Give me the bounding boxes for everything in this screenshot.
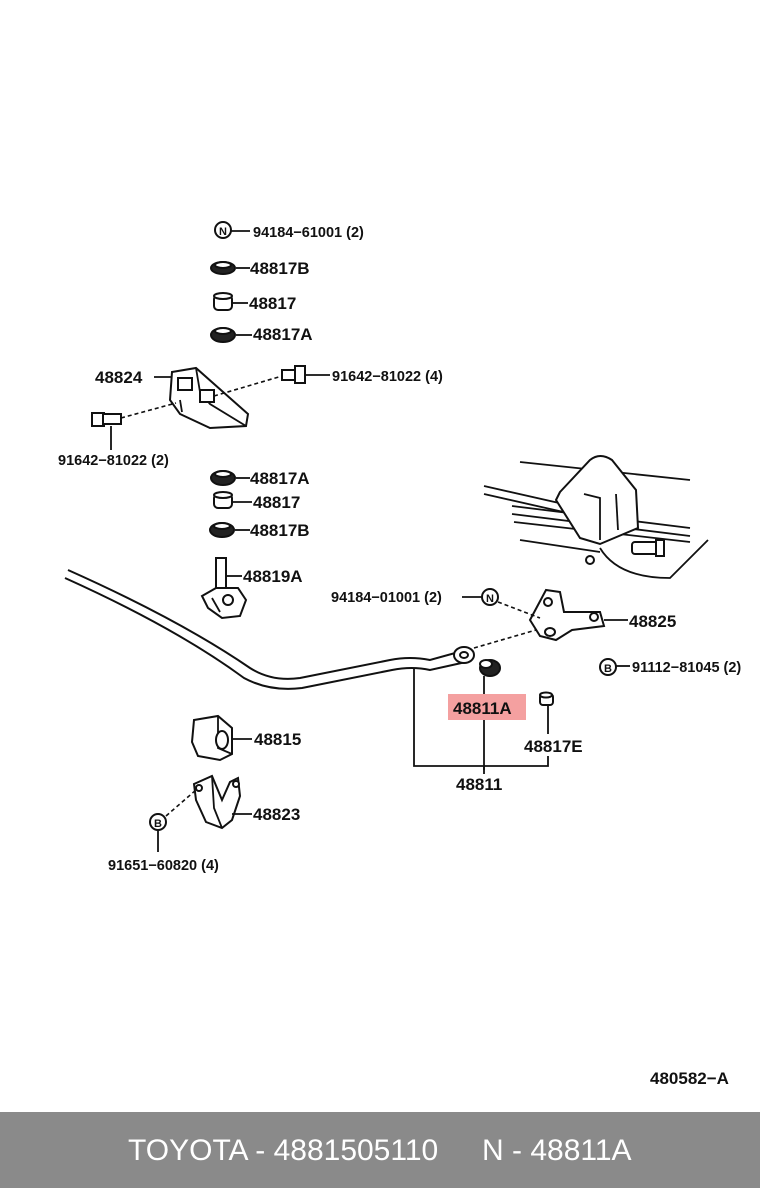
- cushion-48817a-mid-icon: [210, 470, 236, 486]
- label-48811a[interactable]: 48811A: [453, 699, 512, 718]
- label-91642-81022-right[interactable]: 91642−81022 (4): [332, 369, 443, 385]
- label-48815[interactable]: 48815: [254, 730, 301, 749]
- svg-text:N: N: [486, 593, 494, 605]
- parts-diagram: N 94184−61001 (2) 48817B 48817 48817A 48…: [58, 221, 741, 1088]
- collar-48817e-icon: [539, 691, 554, 706]
- label-48817b-top[interactable]: 48817B: [250, 259, 310, 278]
- label-94184-61001[interactable]: 94184−61001 (2): [253, 225, 364, 241]
- svg-text:B: B: [604, 663, 612, 675]
- label-91651-60820[interactable]: 91651−60820 (4): [108, 858, 219, 874]
- bracket-48824-icon: [168, 366, 250, 430]
- bolt-91112-81045-icon: B: [599, 658, 617, 676]
- label-48817b-mid[interactable]: 48817B: [250, 521, 310, 540]
- cushion-48817a-top-icon: [210, 327, 236, 343]
- label-48824[interactable]: 48824: [95, 368, 143, 387]
- leaf-spring-icon: [483, 455, 709, 579]
- svg-text:B: B: [154, 818, 162, 830]
- label-48817a-top[interactable]: 48817A: [253, 325, 313, 344]
- label-48817e[interactable]: 48817E: [524, 737, 583, 756]
- svg-text:N: N: [219, 226, 227, 238]
- footer-part-number: TOYOTA - 4881505110: [128, 1134, 439, 1167]
- stabilizer-bar-icon: [64, 569, 475, 690]
- bolt-91642-right-icon: [281, 365, 306, 384]
- label-48811[interactable]: 48811: [456, 775, 502, 794]
- cushion-48817b-top-icon: [210, 261, 236, 275]
- bushing-48815-icon: [190, 714, 233, 762]
- bolt-91651-60820-icon: B: [149, 813, 167, 831]
- nut-94184-01001-icon: N: [481, 588, 499, 606]
- label-91642-81022-left[interactable]: 91642−81022 (2): [58, 453, 169, 469]
- cushion-48817b-mid-icon: [209, 522, 235, 538]
- label-48817-top[interactable]: 48817: [249, 294, 296, 313]
- highlight-48811a: [448, 694, 526, 720]
- bolt-91642-left-icon: [91, 412, 122, 427]
- nut-94184-61001-icon: N: [214, 221, 232, 239]
- label-94184-01001[interactable]: 94184−01001 (2): [331, 590, 442, 606]
- diagram-ref-code: 480582−A: [650, 1069, 729, 1088]
- footer-part-code: N - 48811A: [482, 1134, 632, 1167]
- bracket-48825-icon: [528, 588, 606, 642]
- label-48823[interactable]: 48823: [253, 805, 300, 824]
- label-48825[interactable]: 48825: [629, 612, 676, 631]
- link-48819a-icon: [200, 557, 248, 620]
- footer-bar: TOYOTA - 4881505110 N - 48811A: [0, 1112, 760, 1188]
- label-48817a-mid[interactable]: 48817A: [250, 469, 310, 488]
- collar-48817-mid-icon: [213, 491, 233, 509]
- bushing-48811a-icon: [479, 659, 501, 677]
- label-48817-mid[interactable]: 48817: [253, 493, 300, 512]
- collar-48817-top-icon: [213, 292, 233, 311]
- bracket-48823-icon: [192, 774, 242, 830]
- label-48819a[interactable]: 48819A: [243, 567, 303, 586]
- label-91112-81045[interactable]: 91112−81045 (2): [632, 660, 741, 676]
